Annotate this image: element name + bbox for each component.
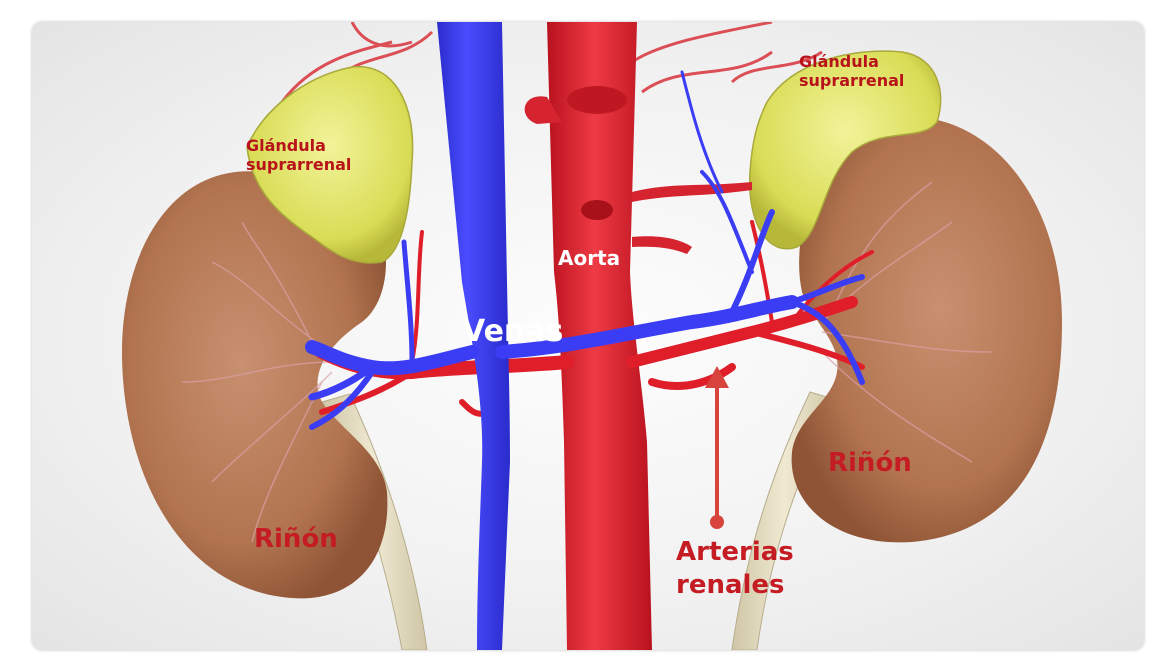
renal-arteries-label: Arterias renales xyxy=(676,536,794,601)
aorta-label: Aorta xyxy=(558,246,620,270)
diagram-card: Glándula suprarrenal Glándula suprarrena… xyxy=(32,22,1144,650)
left-adrenal-gland-label: Glándula suprarrenal xyxy=(246,136,406,174)
right-adrenal-gland-label: Glándula suprarrenal xyxy=(799,52,959,90)
right-gland-label-line1: Glándula suprarrenal xyxy=(799,52,959,90)
left-gland-label-line1: Glándula suprarrenal xyxy=(246,136,406,174)
renal-arteries-arrow xyxy=(705,366,729,529)
right-kidney-label: Riñón xyxy=(828,448,912,479)
veins-label: Venas xyxy=(462,314,563,350)
left-kidney-label: Riñón xyxy=(254,524,338,555)
kidney-anatomy-illustration xyxy=(32,22,1144,650)
